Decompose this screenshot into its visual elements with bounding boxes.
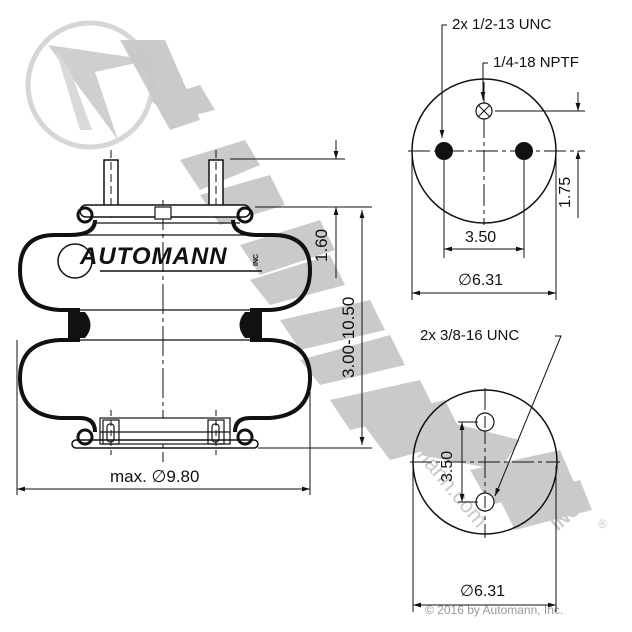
height-range-label: 3.00-10.50 <box>339 296 358 378</box>
side-view-dimensions <box>16 140 372 495</box>
stud-height-label: 1.60 <box>312 228 331 262</box>
stud-hole-right <box>515 142 533 160</box>
top-plate-diameter-label: ∅6.31 <box>458 272 504 289</box>
logo-inc-text: INC <box>253 253 260 266</box>
stud-thread-callout: 2x 1/2-13 UNC <box>452 16 552 33</box>
watermark-arrow-icon <box>48 45 150 140</box>
stud-hole-left <box>435 142 453 160</box>
logo-brand-text: AUTOMANN <box>80 243 228 270</box>
side-view <box>17 150 313 462</box>
inlet-offset-label: 1.75 <box>557 176 574 208</box>
watermark-registered: ® <box>598 517 607 531</box>
hole-spacing-label: 3.50 <box>439 450 456 482</box>
top-plate-view <box>408 24 585 300</box>
air-inlet-callout: 1/4-18 NPTF <box>493 54 579 71</box>
logo-circle-icon <box>57 243 93 279</box>
bottom-plate-view <box>410 335 562 612</box>
max-diameter-label: max. ∅9.80 <box>110 467 200 486</box>
bottom-thread-callout: 2x 3/8-16 UNC <box>420 327 520 344</box>
stud-spacing-label: 3.50 <box>465 229 497 246</box>
bottom-plate-diameter-label: ∅6.31 <box>460 583 506 600</box>
